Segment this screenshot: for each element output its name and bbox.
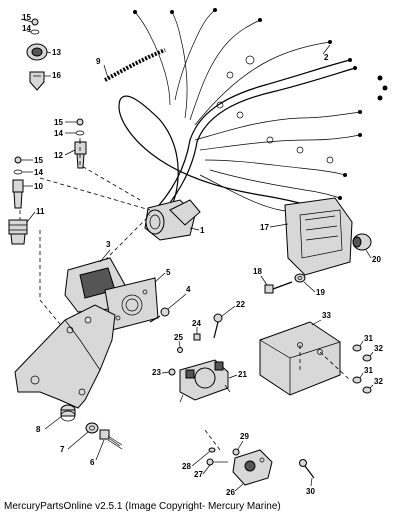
callout-14-top: 14 (22, 24, 31, 33)
washer-7[interactable] (85, 422, 99, 434)
callout-7: 7 (60, 445, 65, 454)
callout-31-lower: 31 (364, 366, 373, 375)
callout-32-lower: 32 (374, 377, 383, 386)
washer-32-upper[interactable] (362, 354, 372, 362)
callout-11: 11 (36, 207, 45, 216)
nut-15-top[interactable] (31, 18, 39, 26)
nut-24[interactable] (193, 333, 201, 341)
sender-16[interactable] (29, 71, 45, 91)
callout-2: 2 (324, 53, 329, 62)
callout-26: 26 (226, 488, 235, 497)
grommet-13[interactable] (26, 43, 48, 61)
wire-terminals (133, 8, 388, 212)
callout-31-upper: 31 (364, 334, 373, 343)
bolt-18[interactable] (264, 281, 293, 294)
washer-32-lower[interactable] (362, 386, 372, 394)
callout-24: 24 (192, 319, 201, 328)
callout-labels: 15 14 13 16 9 2 15 14 12 15 14 10 11 1 (20, 13, 383, 497)
callout-28: 28 (182, 462, 191, 471)
screw-29[interactable] (232, 448, 240, 456)
nut-31-upper[interactable] (352, 344, 362, 352)
bolt-23[interactable] (168, 368, 176, 376)
callout-33: 33 (322, 311, 331, 320)
callout-8: 8 (36, 425, 41, 434)
callout-15-low: 15 (34, 156, 43, 165)
callout-14-low: 14 (34, 168, 43, 177)
adaptor-11[interactable] (8, 219, 28, 245)
callout-21: 21 (238, 370, 247, 379)
callout-6: 6 (90, 458, 95, 467)
callout-15-top: 15 (22, 13, 31, 22)
callout-4: 4 (186, 285, 191, 294)
washer-14-low[interactable] (13, 169, 23, 175)
switch-10[interactable] (12, 179, 24, 209)
callout-16: 16 (52, 71, 61, 80)
callout-22: 22 (236, 300, 245, 309)
callout-19: 19 (316, 288, 325, 297)
mounting-plate[interactable] (14, 304, 116, 409)
washer-14-mid[interactable] (75, 130, 85, 136)
spacer-8[interactable] (60, 404, 76, 422)
callout-32-upper: 32 (374, 344, 383, 353)
terminal-block-26[interactable] (232, 449, 273, 486)
screw-27[interactable] (206, 458, 228, 466)
callout-29: 29 (240, 432, 249, 441)
washer-25[interactable] (177, 347, 183, 353)
terminal-22[interactable] (213, 313, 223, 339)
callout-18: 18 (253, 267, 262, 276)
callout-5: 5 (166, 268, 171, 277)
callout-25: 25 (174, 333, 183, 342)
solenoid-21[interactable] (179, 359, 231, 403)
callout-23: 23 (152, 368, 161, 377)
callout-3: 3 (106, 240, 111, 249)
nut-15-low[interactable] (14, 156, 22, 164)
bolt-30[interactable] (299, 459, 315, 479)
washer-14-top[interactable] (30, 29, 40, 35)
callout-27: 27 (194, 470, 203, 479)
temperature-sender-12[interactable] (74, 138, 87, 169)
nut-15-mid[interactable] (76, 118, 84, 126)
copyright-caption: MercuryPartsOnline v2.5.1 (Image Copyrig… (4, 501, 281, 512)
wiring-harness[interactable] (118, 9, 361, 221)
module-17[interactable] (284, 197, 353, 276)
nut-31-lower[interactable] (352, 376, 362, 384)
callout-9: 9 (96, 57, 101, 66)
callout-20: 20 (372, 255, 381, 264)
callout-14-mid: 14 (54, 129, 63, 138)
callout-13: 13 (52, 48, 61, 57)
convoluted-tubing[interactable] (104, 48, 166, 82)
harness-connector[interactable] (144, 199, 201, 241)
callout-12: 12 (54, 151, 63, 160)
bolt-6[interactable] (99, 429, 123, 450)
mounting-bracket-5[interactable] (104, 277, 159, 331)
callout-17: 17 (260, 223, 269, 232)
callout-30: 30 (306, 487, 315, 496)
washer-19[interactable] (294, 273, 306, 283)
washer-28[interactable] (208, 447, 216, 453)
callout-15-mid: 15 (54, 118, 63, 127)
box-33[interactable] (259, 321, 351, 396)
grommet-20[interactable] (352, 233, 372, 251)
callout-10: 10 (34, 182, 43, 191)
callout-1: 1 (200, 226, 205, 235)
screw-4[interactable] (149, 307, 170, 323)
